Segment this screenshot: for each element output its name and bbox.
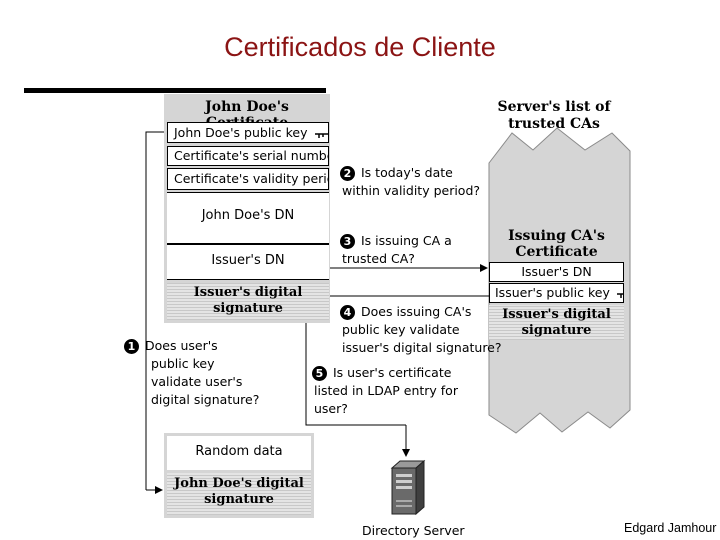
step3-line1: Is issuing CA a bbox=[361, 233, 452, 248]
step4-line3: issuer's digital signature? bbox=[342, 340, 502, 355]
issuing-ca-signature-line1: Issuer's digital bbox=[502, 307, 611, 322]
step5-line2: listed in LDAP entry for bbox=[314, 383, 458, 398]
user-signature-line1: John Doe's digital bbox=[174, 476, 304, 491]
random-data-label: Random data bbox=[167, 436, 311, 470]
step1-line2: public key bbox=[151, 356, 215, 371]
step1-line1: Does user's bbox=[145, 338, 218, 353]
step5-line1: Is user's certificate bbox=[333, 365, 452, 380]
issuing-ca-public-key-row: Issuer's public key bbox=[489, 283, 624, 303]
step4-number: 4 bbox=[340, 305, 355, 320]
issuing-ca-signature-line2: signature bbox=[521, 323, 592, 338]
issuing-ca-signature: Issuer's digital signature bbox=[489, 305, 624, 340]
public-key-label: John Doe's public key bbox=[174, 125, 308, 140]
step1-line4: digital signature? bbox=[151, 392, 260, 407]
user-digital-signature: John Doe's digital signature bbox=[167, 473, 311, 515]
step4-line2: public key validate bbox=[342, 322, 460, 337]
issuing-ca-title: Issuing CA's Certificate bbox=[489, 228, 624, 260]
issuing-ca-title-line1: Issuing CA's bbox=[508, 228, 605, 244]
step1-number: 1 bbox=[124, 339, 139, 354]
issuing-ca-issuer-dn: Issuer's DN bbox=[489, 262, 624, 282]
issuing-ca-key-icon bbox=[616, 292, 623, 298]
step5-connector bbox=[305, 323, 406, 426]
step2-question: 2 Is today's date within validity period? bbox=[340, 164, 480, 200]
trusted-ca-list-title-line2: trusted CAs bbox=[508, 116, 600, 132]
step1-bracket bbox=[145, 131, 164, 490]
step1-line3: validate user's bbox=[151, 374, 243, 389]
author-credit: Edgard Jamhour bbox=[624, 521, 717, 535]
issuer-dn: Issuer's DN bbox=[167, 244, 329, 280]
step5-question: 5 Is user's certificate listed in LDAP en… bbox=[312, 364, 458, 418]
step5-line3: user? bbox=[314, 401, 348, 416]
trusted-ca-list-title: Server's list of trusted CAs bbox=[484, 99, 624, 133]
issuing-ca-public-key-label: Issuer's public key bbox=[495, 285, 610, 300]
step5-number: 5 bbox=[312, 366, 327, 381]
issuing-ca-title-line2: Certificate bbox=[515, 244, 598, 260]
step3-question: 3 Is issuing CA a trusted CA? bbox=[340, 232, 452, 268]
step2-line2: within validity period? bbox=[342, 183, 481, 198]
serial-number-row: Certificate's serial number bbox=[167, 146, 329, 166]
step4-question: 4 Does issuing CA's public key validate i… bbox=[340, 303, 502, 357]
issuer-signature-line2: signature bbox=[213, 301, 283, 316]
title-rule bbox=[24, 88, 326, 93]
step2-number: 2 bbox=[340, 166, 355, 181]
subject-dn: John Doe's DN bbox=[167, 192, 329, 244]
issuer-signature: Issuer's digital signature bbox=[167, 283, 329, 320]
slide-title: Certificados de Cliente bbox=[224, 32, 496, 62]
step4-line1: Does issuing CA's bbox=[361, 304, 472, 319]
validity-period-row: Certificate's validity period bbox=[167, 168, 329, 190]
step3-line2: trusted CA? bbox=[342, 251, 415, 266]
step2-line1: Is today's date bbox=[361, 165, 453, 180]
trusted-ca-list-title-line1: Server's list of bbox=[497, 99, 611, 115]
public-key-row: John Doe's public key bbox=[167, 122, 329, 143]
directory-server-icon bbox=[390, 459, 426, 516]
step3-number: 3 bbox=[340, 234, 355, 249]
user-signature-line2: signature bbox=[204, 492, 274, 507]
directory-server-label: Directory Server bbox=[362, 523, 465, 538]
key-icon bbox=[314, 132, 328, 138]
issuer-signature-line1: Issuer's digital bbox=[193, 285, 303, 300]
